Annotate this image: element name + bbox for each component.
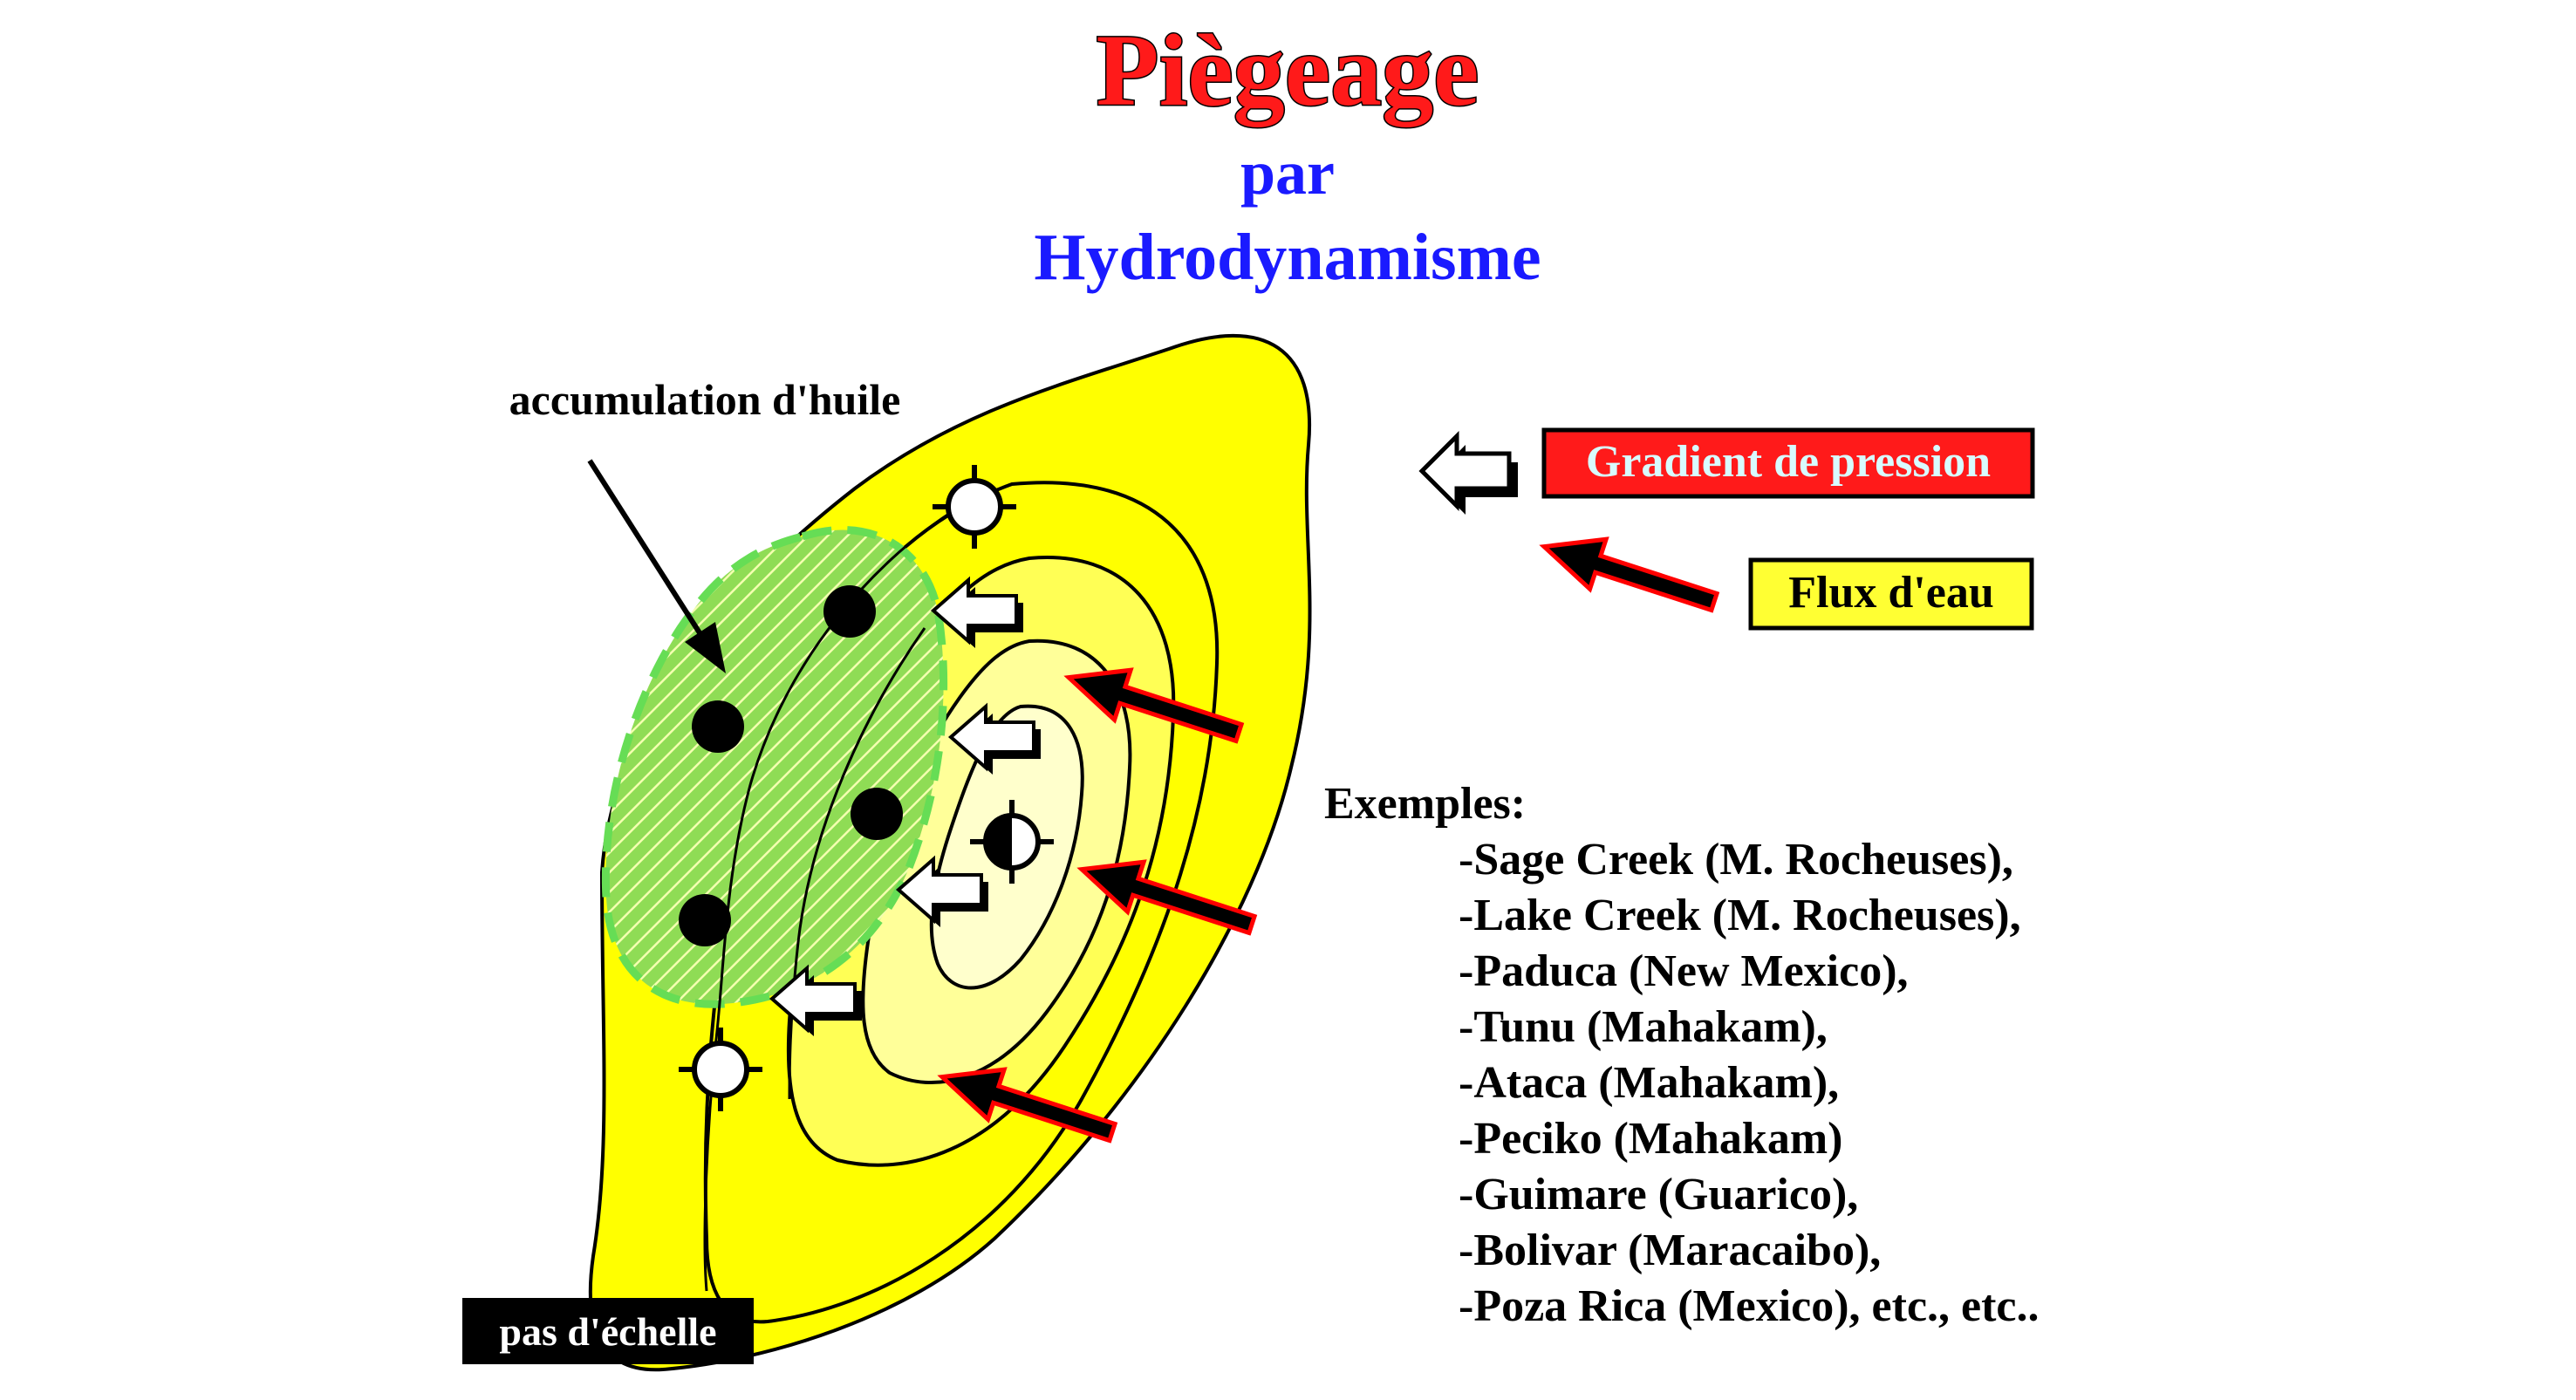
pressure-arrow-icon bbox=[947, 702, 1041, 775]
oil-accumulation-pointer-head bbox=[685, 622, 726, 673]
flow-arrow-icon bbox=[1076, 859, 1258, 936]
oil-well-icon bbox=[692, 700, 744, 753]
legend-flow-label: Flux d'eau bbox=[1788, 568, 1994, 618]
pressure-arrow-icon bbox=[769, 964, 862, 1036]
example-item: -Poza Rica (Mexico), etc., etc.. bbox=[1459, 1281, 2040, 1331]
legend-flow-box bbox=[1748, 557, 2034, 631]
oil-accumulation-label: accumulation d'huile bbox=[509, 375, 901, 424]
title-hydrodynamisme: Hydrodynamisme bbox=[1034, 221, 1541, 294]
oil-well-icon bbox=[851, 788, 903, 840]
example-item: -Guimare (Guarico), bbox=[1459, 1170, 1858, 1219]
example-item: -Peciko (Mahakam) bbox=[1459, 1114, 1842, 1164]
flow-arrow-icon bbox=[1063, 667, 1245, 744]
legend-flow-arrow-icon bbox=[1539, 536, 1720, 613]
oil-well-icon bbox=[679, 894, 731, 946]
contour-line-over-oil-2 bbox=[788, 627, 926, 1100]
no-scale-label: pas d'échelle bbox=[499, 1309, 716, 1354]
oil-accumulation-pointer bbox=[587, 459, 707, 643]
no-scale-badge bbox=[462, 1298, 754, 1364]
pressure-arrow-icon bbox=[895, 855, 988, 927]
example-item: -Lake Creek (M. Rocheuses), bbox=[1459, 891, 2021, 940]
oil-accumulation-zone bbox=[601, 526, 948, 1008]
dry-well-icon bbox=[679, 1028, 762, 1111]
title-par: par bbox=[1240, 138, 1335, 208]
example-item: -Ataca (Mahakam), bbox=[1459, 1058, 1839, 1108]
title-main: Piègeage bbox=[1097, 13, 1479, 127]
legend-pressure-arrow-icon bbox=[1418, 430, 1518, 515]
example-item: -Tunu (Mahakam), bbox=[1459, 1002, 1828, 1052]
dry-well-icon bbox=[933, 465, 1016, 549]
example-item: -Paduca (New Mexico), bbox=[1459, 946, 1909, 996]
oil-well-icon bbox=[823, 585, 876, 638]
legend-pressure-label: Gradient de pression bbox=[1586, 437, 1991, 487]
legend-pressure-box bbox=[1541, 427, 2035, 499]
examples-list: -Sage Creek (M. Rocheuses), -Lake Creek (… bbox=[1459, 835, 2040, 1331]
example-item: -Bolivar (Maracaibo), bbox=[1459, 1226, 1881, 1275]
partial-well-icon bbox=[970, 800, 1054, 884]
examples-heading: Exemples: bbox=[1324, 779, 1526, 829]
pressure-arrow-icon bbox=[930, 576, 1023, 648]
flow-arrow-icon bbox=[937, 1067, 1118, 1144]
example-item: -Sage Creek (M. Rocheuses), bbox=[1459, 835, 2013, 884]
